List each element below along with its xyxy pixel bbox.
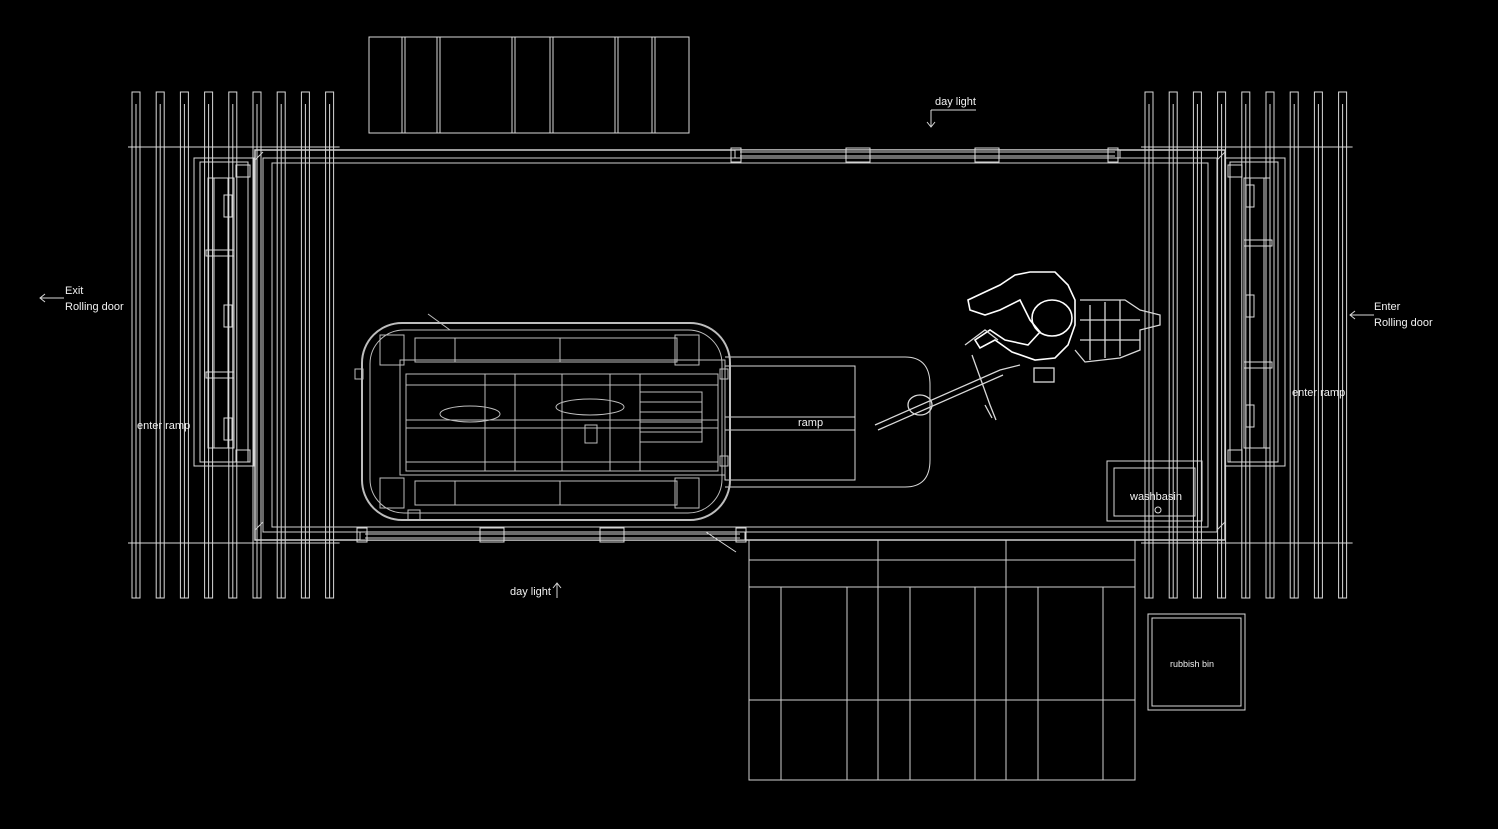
enter-label: Enter: [1374, 301, 1401, 313]
enter-ramp-label-left: enter ramp: [137, 420, 191, 432]
bottom-window: [356, 527, 747, 553]
rolling-door-label-right: Rolling door: [1374, 317, 1433, 329]
bottom-grid: [748, 539, 1136, 781]
person-icon: [967, 271, 1076, 361]
arrow-down-icon: [926, 109, 976, 128]
ramp-outline: [724, 356, 931, 488]
left-rolling-door: [193, 157, 255, 467]
bicycle-icon: [874, 299, 1161, 431]
exit-label: Exit: [65, 285, 84, 297]
arrow-left-icon: [1349, 310, 1374, 320]
right-rolling-door: [1224, 157, 1286, 467]
top-panels: [368, 36, 690, 134]
right-slat-decking: [1141, 91, 1353, 599]
rubbish-bin-fixture: [1147, 613, 1246, 711]
washbasin-label: washbasin: [1130, 491, 1182, 503]
washing-station: [354, 313, 731, 521]
left-slat-decking: [128, 91, 340, 599]
ramp-label: ramp: [798, 417, 824, 429]
building-walls: [254, 149, 1226, 541]
top-window: [730, 147, 1121, 163]
rolling-door-label-left: Rolling door: [65, 301, 124, 313]
arrow-left-icon: [39, 293, 64, 303]
washbasin-fixture: [1106, 460, 1203, 522]
arrow-up-icon: [552, 582, 562, 598]
day-light-label-bottom: day light: [510, 586, 551, 598]
enter-ramp-label-right: enter ramp: [1292, 387, 1346, 399]
rubbish-bin-label: rubbish bin: [1170, 659, 1215, 669]
day-light-label-top: day light: [935, 96, 976, 108]
